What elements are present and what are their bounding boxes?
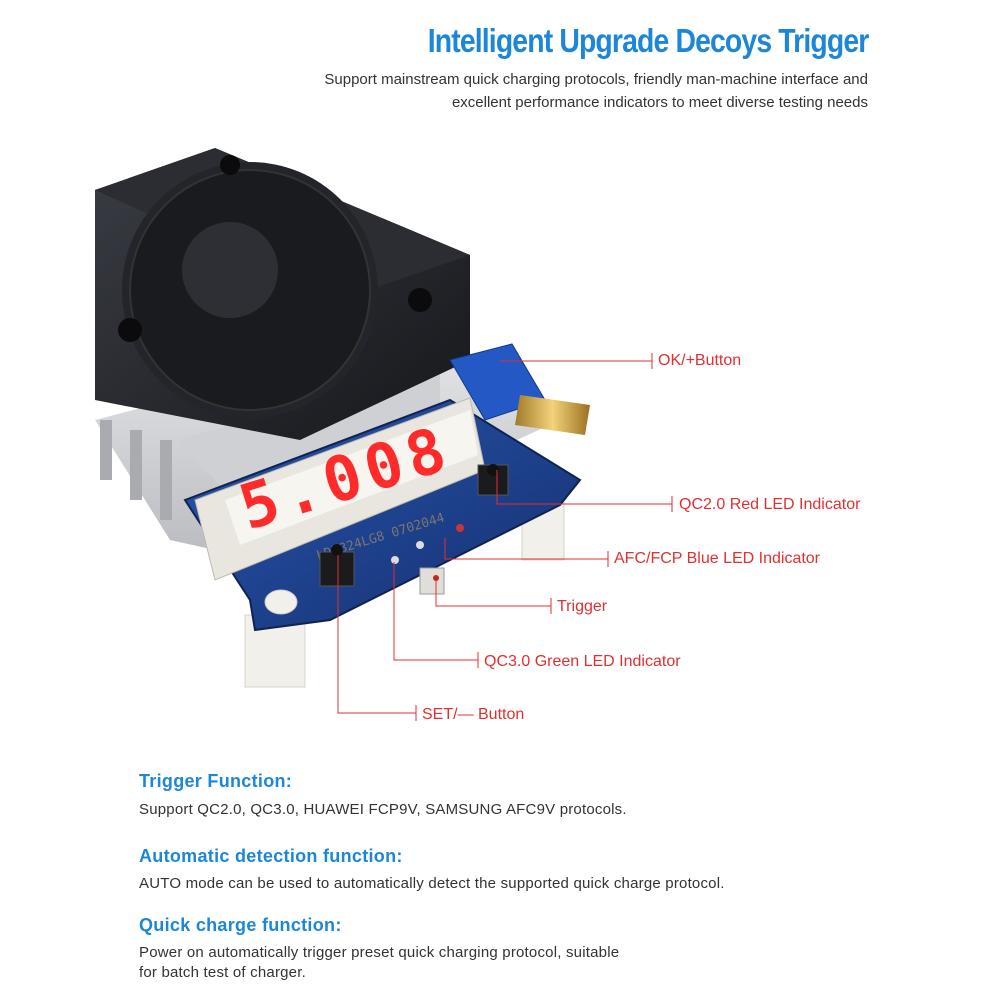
- section-heading-quick-charge: Quick charge function:: [139, 915, 342, 935]
- product-illustration: 5.008 LDB824LG8 0702044: [95, 148, 673, 721]
- set-button-part: [319, 544, 355, 587]
- subtitle-line-1: Support mainstream quick charging protoc…: [324, 71, 868, 88]
- section-heading-trigger: Trigger Function:: [139, 771, 293, 791]
- nylon-nuts: [264, 589, 298, 615]
- page-title: Intelligent Upgrade Decoys Trigger: [427, 22, 869, 59]
- callout-set-button: SET/— Button: [422, 706, 525, 723]
- callout-trigger: Trigger: [557, 598, 608, 615]
- quick-charge-line-1: Power on automatically trigger preset qu…: [139, 944, 620, 961]
- page-subtitle: Support mainstream quick charging protoc…: [228, 68, 868, 114]
- callout-lines: [337, 353, 673, 721]
- section-text-auto-detect: AUTO mode can be used to automatically d…: [139, 875, 725, 892]
- section-text-quick-charge: Power on automatically trigger preset qu…: [139, 943, 759, 983]
- callout-qc30-led: QC3.0 Green LED Indicator: [484, 653, 681, 670]
- subtitle-line-2: excellent performance indicators to meet…: [451, 94, 868, 111]
- callout-ok-button: OK/+Button: [658, 352, 742, 369]
- trigger-switch-part: [419, 567, 445, 595]
- section-heading-auto-detect: Automatic detection function:: [139, 846, 403, 866]
- section-text-trigger: Support QC2.0, QC3.0, HUAWEI FCP9V, SAMS…: [139, 801, 627, 818]
- quick-charge-line-2: for batch test of charger.: [139, 964, 306, 981]
- ok-button-part: [477, 464, 509, 496]
- qc20-led: [456, 524, 464, 532]
- callout-afc-led: AFC/FCP Blue LED Indicator: [614, 550, 821, 567]
- callout-qc20-led: QC2.0 Red LED Indicator: [679, 496, 861, 513]
- cooling-fan: [95, 148, 470, 440]
- afc-led: [416, 541, 424, 549]
- qc30-led: [391, 556, 399, 564]
- potentiometer: [449, 343, 590, 435]
